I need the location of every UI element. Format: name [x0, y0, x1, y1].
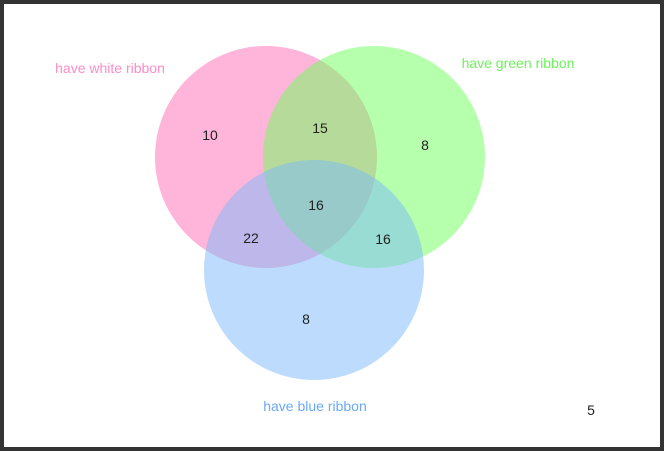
region-count-all-three: 16 [308, 197, 324, 213]
venn-diagram-frame: have white ribbon have green ribbon have… [4, 4, 660, 447]
set-circle-blue-ribbon [204, 160, 424, 380]
region-count-green-blue: 16 [375, 231, 391, 247]
region-count-green-only: 8 [421, 137, 429, 153]
region-count-none: 5 [587, 402, 595, 418]
set-label-white: have white ribbon [55, 60, 165, 76]
set-label-green: have green ribbon [462, 55, 575, 71]
set-label-blue: have blue ribbon [263, 398, 367, 414]
region-count-blue-only: 8 [302, 311, 310, 327]
region-count-white-only: 10 [202, 127, 218, 143]
region-count-white-blue: 22 [243, 230, 259, 246]
region-count-white-green: 15 [312, 120, 328, 136]
venn-diagram: have white ribbon have green ribbon have… [55, 46, 595, 418]
